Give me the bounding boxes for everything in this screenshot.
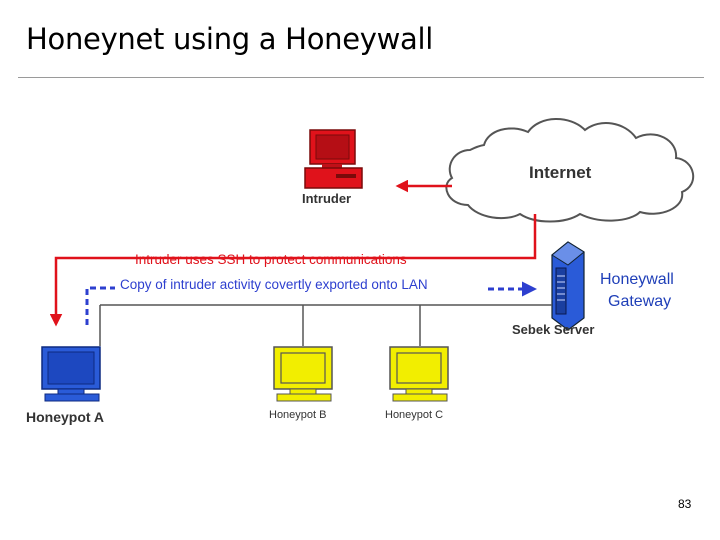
title-divider — [18, 77, 704, 78]
internet-cloud-icon — [445, 118, 695, 223]
ssh-path-arrow — [49, 214, 537, 327]
honeywall-label: Honeywall — [600, 271, 674, 288]
internet-label: Internet — [529, 163, 592, 182]
honeypot-a-computer-icon — [41, 346, 101, 402]
slide-title: Honeynet using a Honeywall — [26, 22, 434, 56]
ssh-note: Intruder uses SSH to protect communicati… — [135, 252, 407, 267]
intruder-label: Intruder — [302, 191, 351, 206]
honeypot-c-label: Honeypot C — [385, 409, 443, 421]
gateway-label: Gateway — [608, 293, 671, 310]
page-number: 83 — [678, 497, 692, 511]
honeypot-b-computer-icon — [273, 346, 333, 402]
export-left-dash — [85, 286, 115, 325]
honeywall-server-icon — [551, 241, 585, 331]
sebek-server-label: Sebek Server — [512, 322, 594, 337]
honeypot-b-label: Honeypot B — [269, 409, 326, 421]
honeypot-c-computer-icon — [389, 346, 449, 402]
intruder-computer-icon — [304, 129, 363, 189]
export-note: Copy of intruder activity covertly expor… — [120, 277, 428, 292]
honeypot-a-label: Honeypot A — [26, 409, 104, 425]
